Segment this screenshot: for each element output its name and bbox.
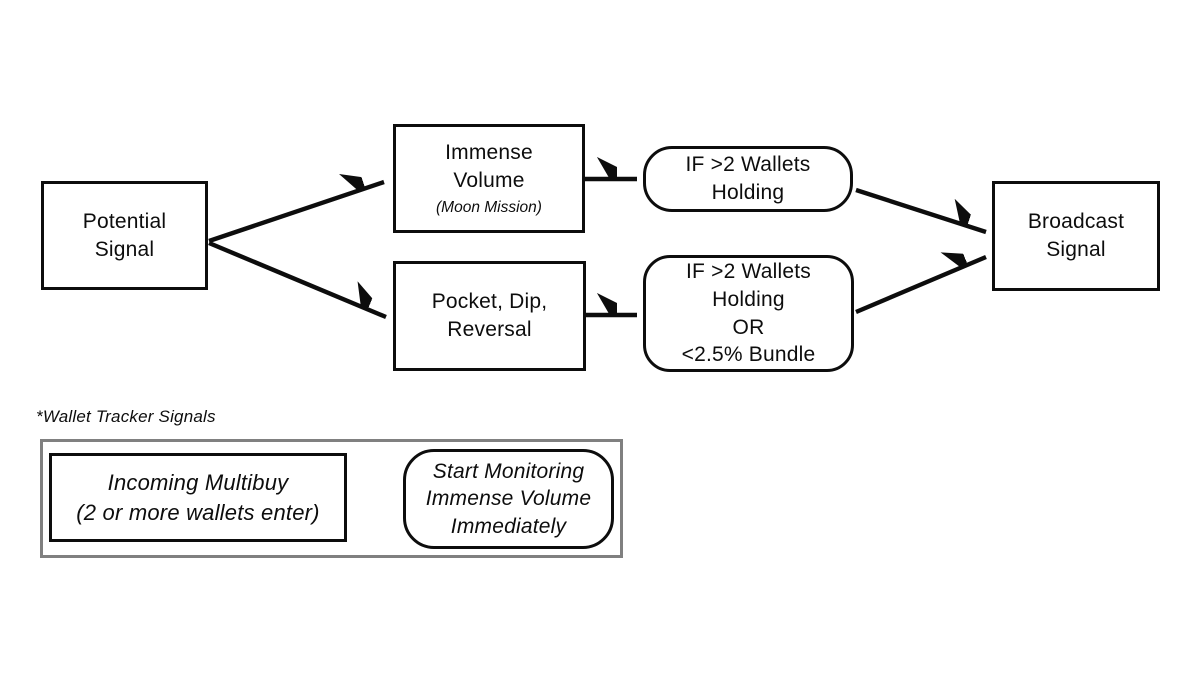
- condition-top-to-broadcast-arrow: [855, 187, 987, 235]
- node-incoming-multibuy: Incoming Multibuy (2 or more wallets ent…: [49, 453, 347, 542]
- wallet-tracker-caption: *Wallet Tracker Signals: [36, 407, 216, 426]
- immense-volume-sublabel: (Moon Mission): [436, 199, 542, 217]
- condition-wallets-or-bundle-label: IF >2 Wallets Holding OR <2.5% Bundle: [681, 260, 816, 367]
- potential-signal-label: Potential Signal: [82, 209, 167, 261]
- potential-to-pocket-arrow: [208, 240, 387, 320]
- pocket-dip-reversal-label: Pocket, Dip, Reversal: [431, 290, 548, 341]
- node-broadcast-signal: Broadcast Signal: [992, 181, 1160, 291]
- start-monitoring-label: Start Monitoring Immense Volume Immediat…: [425, 460, 592, 538]
- immense-volume-label: Immense Volume: [445, 141, 533, 193]
- node-condition-wallets-holding: IF >2 Wallets Holding: [643, 146, 853, 212]
- node-start-monitoring: Start Monitoring Immense Volume Immediat…: [403, 449, 614, 549]
- condition-wallets-holding-label: IF >2 Wallets Holding: [685, 153, 811, 204]
- node-potential-signal: Potential Signal: [41, 181, 208, 290]
- condition-bottom-to-broadcast-arrow: [855, 257, 987, 315]
- broadcast-signal-label: Broadcast Signal: [1027, 210, 1125, 261]
- node-pocket-dip-reversal: Pocket, Dip, Reversal: [393, 261, 586, 371]
- node-condition-wallets-or-bundle: IF >2 Wallets Holding OR <2.5% Bundle: [643, 255, 854, 372]
- potential-to-immense-arrow: [208, 182, 385, 244]
- incoming-multibuy-label: Incoming Multibuy (2 or more wallets ent…: [76, 470, 320, 525]
- node-immense-volume: Immense Volume (Moon Mission): [393, 124, 585, 233]
